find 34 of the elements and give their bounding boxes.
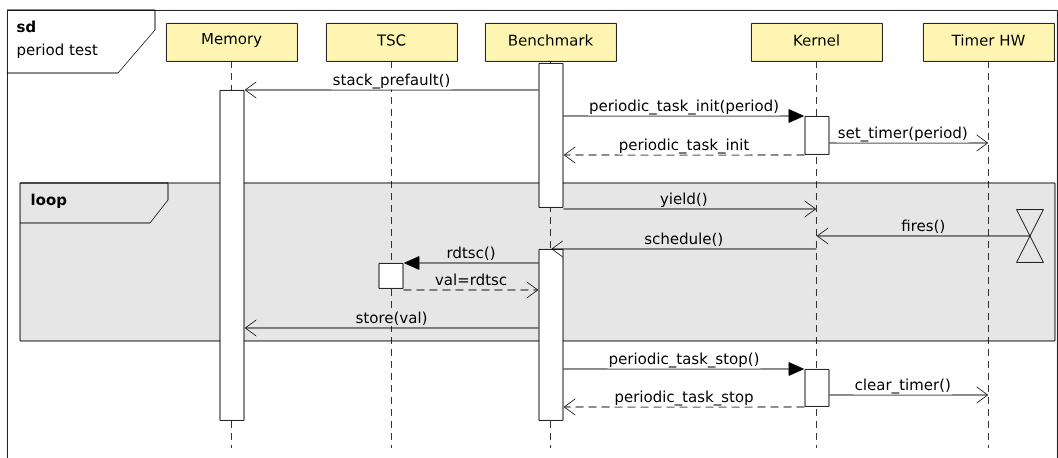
- activation-bar: [378, 263, 404, 289]
- message-label: periodic_task_init(period): [588, 98, 780, 116]
- hourglass-symbol: [1016, 209, 1044, 263]
- message-arrow: [563, 200, 817, 218]
- activation-bar: [538, 249, 564, 421]
- message-arrow: [403, 281, 539, 299]
- message-arrow: [563, 146, 805, 164]
- message-arrow: [404, 256, 539, 270]
- message-arrow: [563, 398, 805, 416]
- activation-bar: [219, 90, 245, 421]
- lifeline-head: TSC: [326, 23, 458, 62]
- message-arrow: [829, 386, 989, 404]
- message-label: stack_prefault(): [331, 72, 452, 90]
- message-label: set_timer(period): [836, 125, 969, 143]
- lifeline-head: Kernel: [751, 23, 883, 62]
- fragment-tab: loop: [19, 182, 169, 224]
- lifeline: [988, 60, 989, 449]
- lifeline: [391, 60, 392, 449]
- lifeline-head: Memory: [166, 23, 298, 62]
- message-arrow: [563, 109, 804, 123]
- lifeline-head: Timer HW: [923, 23, 1055, 62]
- message-label: clear_timer(): [853, 377, 952, 395]
- activation-bar: [538, 63, 564, 208]
- message-arrow: [551, 240, 817, 258]
- message-arrow: [563, 362, 804, 376]
- message-arrow: [244, 319, 539, 337]
- lifeline-head: Benchmark: [485, 23, 617, 62]
- message-arrow: [829, 134, 989, 152]
- message-arrow: [244, 81, 539, 99]
- message-label: periodic_task_stop: [613, 389, 755, 407]
- message-label: periodic_task_stop(): [607, 351, 761, 369]
- activation-bar: [804, 369, 830, 407]
- message-label: periodic_task_init: [617, 137, 751, 155]
- activation-bar: [804, 116, 830, 155]
